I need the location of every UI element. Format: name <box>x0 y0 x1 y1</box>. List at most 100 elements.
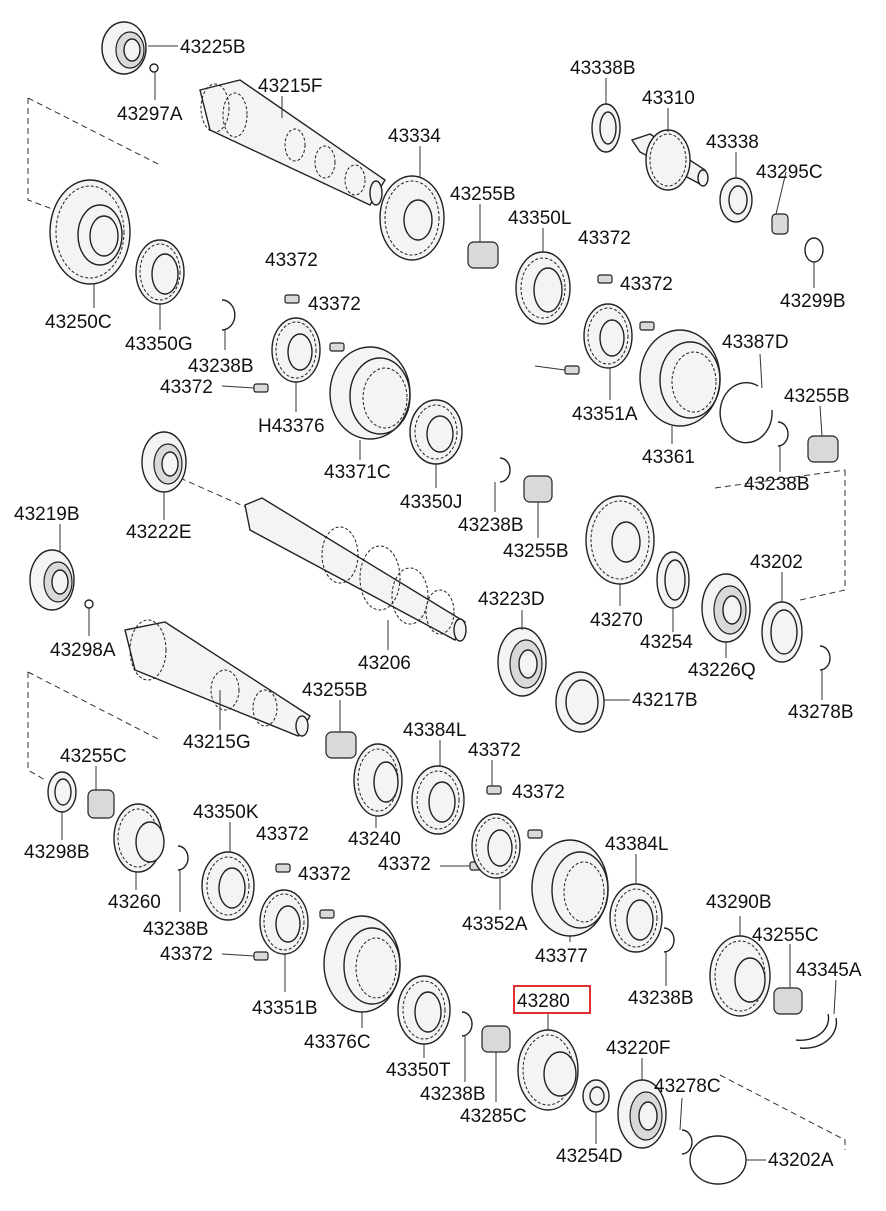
part-43352a-hub <box>471 813 521 879</box>
label-43310: 43310 <box>642 88 695 109</box>
label-43297a: 43297A <box>117 104 183 125</box>
label-43220f: 43220F <box>606 1038 670 1059</box>
part-43351b-hub <box>259 889 309 955</box>
part-43220f-bearing <box>617 1079 667 1149</box>
part-43387d-ring <box>719 381 773 444</box>
part-43298b-washer-inner <box>54 778 72 806</box>
part-43377-sleeve <box>531 839 609 937</box>
label-43219b: 43219B <box>14 504 80 525</box>
label-h43376: H43376 <box>258 416 325 437</box>
label-43278c: 43278C <box>654 1076 721 1097</box>
label-43372-d: 43372 <box>308 294 361 315</box>
label-43372-a: 43372 <box>578 228 631 249</box>
part-43350j-ring <box>409 399 463 465</box>
label-43255c: 43255C <box>60 746 127 767</box>
label-43372-b: 43372 <box>620 274 673 295</box>
label-43352a: 43352A <box>462 914 528 935</box>
part-43238b-snapring-3 <box>777 421 789 447</box>
part-43384l-ring <box>411 765 465 835</box>
part-43350l-ring <box>515 251 571 325</box>
part-43240-gear <box>353 743 403 817</box>
label-43255b: 43255B <box>450 184 516 205</box>
label-43260: 43260 <box>108 892 161 913</box>
part-43280-gear <box>517 1029 579 1111</box>
label-43298a: 43298A <box>50 640 116 661</box>
part-43222e-bearing <box>141 431 187 493</box>
part-43254-washer-inner <box>664 559 686 601</box>
label-43290b: 43290B <box>706 892 772 913</box>
label-43278b: 43278B <box>788 702 854 723</box>
label-43361: 43361 <box>642 447 695 468</box>
label-43372-e: 43372 <box>160 377 213 398</box>
part-43250c-gear <box>49 179 131 285</box>
label-43350l: 43350L <box>508 208 571 229</box>
label-43372-g: 43372 <box>512 782 565 803</box>
part-43217b-shim-inner <box>565 679 599 725</box>
label-43238b-c: 43238B <box>744 474 810 495</box>
part-43278c-snapring <box>681 1129 693 1155</box>
label-43376c: 43376C <box>304 1032 371 1053</box>
label-43351a: 43351A <box>572 404 638 425</box>
part-43238b-snapring-6 <box>663 927 675 953</box>
label-43255b-d: 43255B <box>302 680 368 701</box>
label-43222e: 43222E <box>126 522 192 543</box>
label-43225b: 43225B <box>180 37 246 58</box>
part-43338b-ring-inner <box>599 111 617 145</box>
label-43270: 43270 <box>590 610 643 631</box>
label-43372-i: 43372 <box>256 824 309 845</box>
label-43250c: 43250C <box>45 312 112 333</box>
label-43215f: 43215F <box>258 76 322 97</box>
label-43338b: 43338B <box>570 58 636 79</box>
part-43384l-ring-2 <box>609 883 663 953</box>
label-43238b-d: 43238B <box>143 919 209 940</box>
part-43299b-washer <box>804 237 824 263</box>
part-43238b-snapring-4 <box>177 845 189 871</box>
part-43254d-washer-inner <box>589 1086 605 1106</box>
label-43202a: 43202A <box>768 1150 834 1171</box>
label-43238b-f: 43238B <box>628 988 694 1009</box>
part-h43376-hub <box>271 317 321 383</box>
label-43217b: 43217B <box>632 690 698 711</box>
leader-lines <box>59 45 837 1161</box>
label-43372-f: 43372 <box>468 740 521 761</box>
part-43238b-snapring-2 <box>499 457 511 483</box>
label-43255b-c: 43255B <box>784 386 850 407</box>
part-43310-gear-shaft <box>630 129 709 191</box>
label-43372-h: 43372 <box>378 854 431 875</box>
label-43206: 43206 <box>358 653 411 674</box>
part-43223d-bearing <box>497 627 547 697</box>
label-43202: 43202 <box>750 552 803 573</box>
label-43384l-b: 43384L <box>605 834 668 855</box>
label-43372-c: 43372 <box>265 250 318 271</box>
part-43238b-snapring <box>221 299 236 331</box>
part-43215g-shaft <box>124 619 311 737</box>
label-43254: 43254 <box>640 632 693 653</box>
part-43215f-shaft <box>199 79 386 206</box>
part-43297a-washer <box>149 63 159 73</box>
part-43338-ring-inner <box>728 185 748 215</box>
part-43350k-ring <box>201 851 255 921</box>
part-43350g-ring <box>135 239 185 305</box>
label-43371c: 43371C <box>324 462 391 483</box>
part-43351a-hub <box>583 303 633 369</box>
part-43225b-bearing <box>101 21 147 75</box>
label-43255b-b: 43255B <box>503 541 569 562</box>
label-43238b-b: 43238B <box>458 515 524 536</box>
label-43372-k: 43372 <box>160 944 213 965</box>
label-43254d: 43254D <box>556 1146 623 1167</box>
label-43372-j: 43372 <box>298 864 351 885</box>
label-43350t: 43350T <box>386 1060 451 1081</box>
part-43345a-ring-outer <box>799 1017 838 1049</box>
part-43361-sleeve <box>639 329 721 427</box>
part-43371c-sleeve <box>329 346 411 440</box>
part-43202-shim-inner <box>770 609 798 655</box>
part-43238b-snapring-5 <box>461 1011 473 1037</box>
label-43345a: 43345A <box>796 960 862 981</box>
label-43295c: 43295C <box>756 162 823 183</box>
part-43350t-ring <box>397 975 451 1045</box>
label-43384l: 43384L <box>403 720 466 741</box>
label-43299b: 43299B <box>780 291 846 312</box>
label-43350k: 43350K <box>193 802 259 823</box>
label-43238b-e: 43238B <box>420 1084 486 1105</box>
label-43238b-a: 43238B <box>188 356 254 377</box>
